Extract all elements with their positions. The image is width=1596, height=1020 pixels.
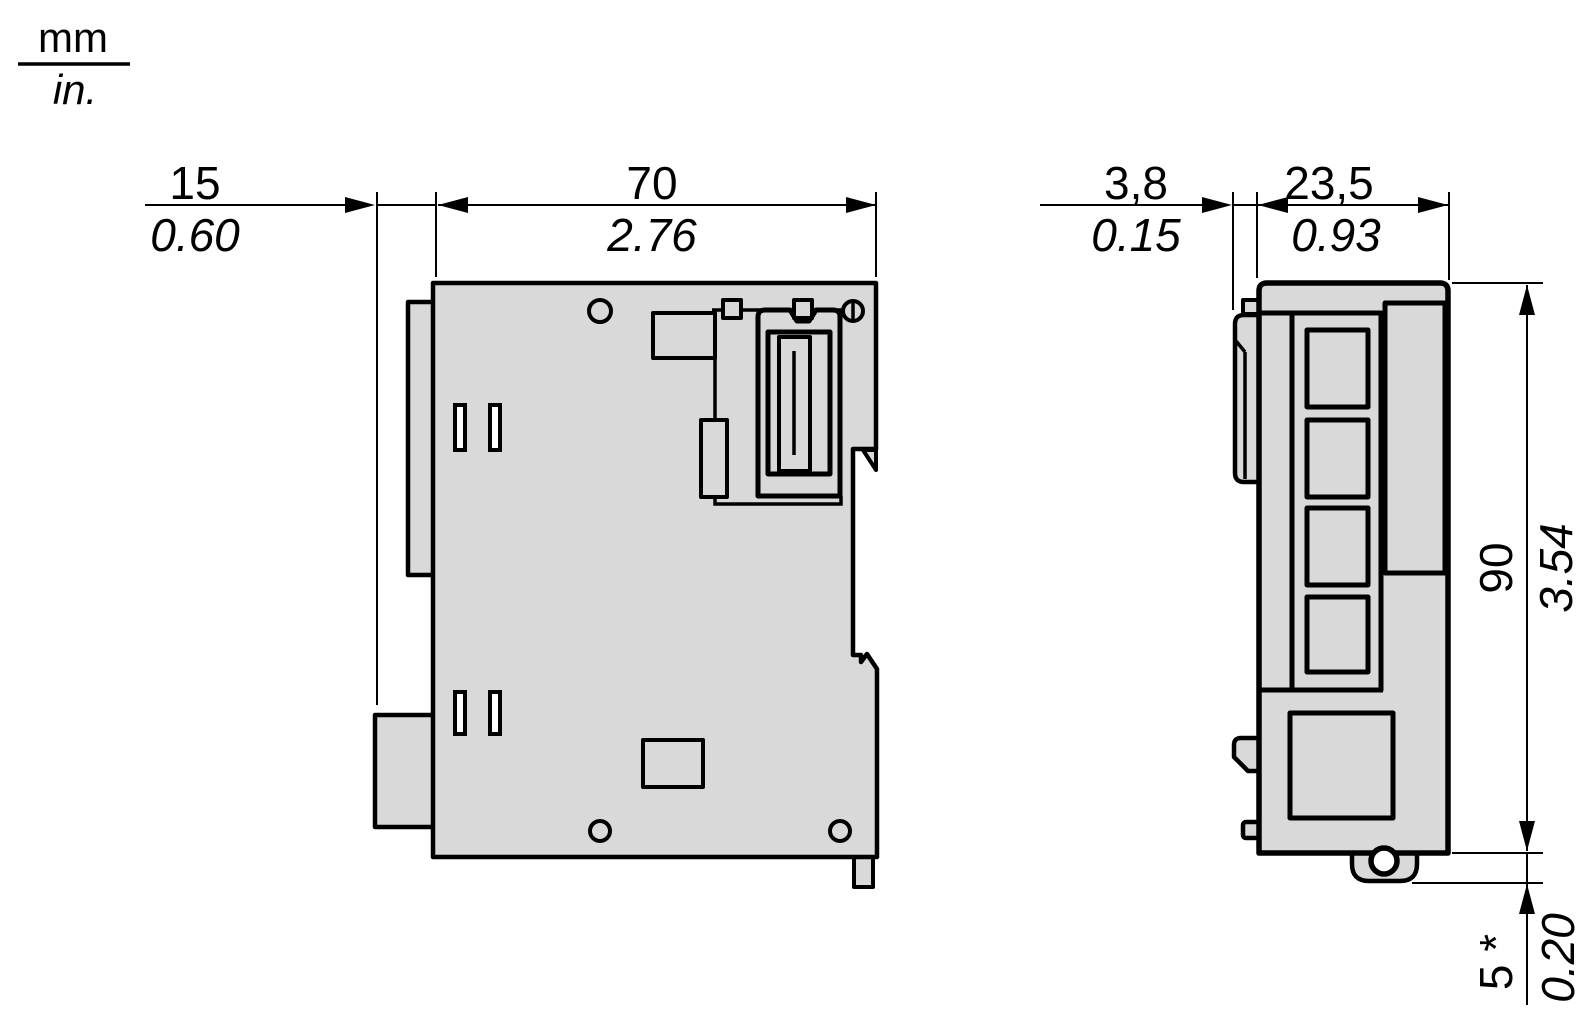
side-view: 15 0.60 70 2.76 <box>145 157 880 889</box>
unit-in-label: in. <box>53 66 97 113</box>
clip-chamfer-line <box>1234 339 1247 354</box>
terminal-opening <box>1304 594 1371 675</box>
screw-hole-bottom-left <box>588 819 612 843</box>
battery-slot-assembly <box>651 298 865 506</box>
screw-hole-top <box>587 298 613 324</box>
din-clip-upper <box>1232 312 1262 485</box>
mounting-hole <box>1368 845 1400 877</box>
arrow-right-icon <box>846 197 876 213</box>
front-dim-clip-offset: 3,8 0.15 <box>1040 157 1258 310</box>
clip-square <box>792 298 814 320</box>
front-width-mm-label: 23,5 <box>1284 157 1374 209</box>
component-block <box>651 311 717 360</box>
terminal-opening <box>1304 327 1371 410</box>
vent-slot <box>453 403 467 452</box>
vent-slot <box>453 690 467 736</box>
bottom-connector-block <box>372 712 438 830</box>
unit-legend: mm in. <box>18 14 130 113</box>
front-dim-width: 23,5 0.93 <box>1258 157 1450 280</box>
side-dim-depth: 70 2.76 <box>435 157 877 277</box>
arrow-up-icon <box>1519 884 1535 914</box>
front-width-in-label: 0.93 <box>1291 209 1381 261</box>
side-offset-mm-label: 15 <box>169 157 220 209</box>
terminal-opening <box>1304 417 1371 500</box>
vent-slot <box>488 690 502 736</box>
front-view: 3,8 0.15 23,5 0.93 <box>1040 157 1584 1005</box>
side-depth-in-label: 2.76 <box>606 209 697 261</box>
front-dim-height: 90 3.54 <box>1452 282 1582 854</box>
arrow-down-icon <box>1519 821 1535 851</box>
side-depth-mm-label: 70 <box>626 157 677 209</box>
arrow-right-icon <box>345 197 375 213</box>
arrow-right-icon <box>1418 197 1448 213</box>
screw-hole-bottom-right <box>828 819 852 843</box>
unit-mm-label: mm <box>38 14 108 61</box>
side-cover-strip <box>1382 300 1448 576</box>
din-clip-latch <box>852 855 875 889</box>
arrow-right-icon <box>1202 197 1232 213</box>
clip-square <box>721 298 743 320</box>
component-bar <box>699 418 729 499</box>
front-clip-mm-label: 3,8 <box>1104 157 1168 209</box>
link-wire-bottom <box>713 496 843 506</box>
din-clip-lower <box>1231 735 1262 774</box>
din-rail-plate <box>405 299 437 578</box>
side-module <box>372 280 880 889</box>
terminal-opening <box>1304 505 1371 588</box>
vent-slot <box>488 403 502 452</box>
arrow-left-icon <box>1258 197 1288 213</box>
front-dim-hook: 5 * 0.20 <box>1412 853 1584 1005</box>
side-offset-in-label: 0.60 <box>150 209 240 261</box>
front-clip-in-label: 0.15 <box>1091 209 1181 261</box>
front-height-mm-label: 90 <box>1470 542 1522 593</box>
label-recess <box>641 738 705 789</box>
arrow-up-icon <box>1519 285 1535 315</box>
side-dim-offset: 15 0.60 <box>145 157 436 705</box>
front-hook-mm-label: 5 * <box>1470 934 1522 990</box>
din-groove-flap <box>861 448 878 472</box>
front-module <box>1231 280 1451 884</box>
connector-recess <box>1287 710 1396 821</box>
front-hook-in-label: 0.20 <box>1532 913 1584 1003</box>
front-height-in-label: 3.54 <box>1530 523 1582 613</box>
arrow-left-icon <box>438 197 468 213</box>
